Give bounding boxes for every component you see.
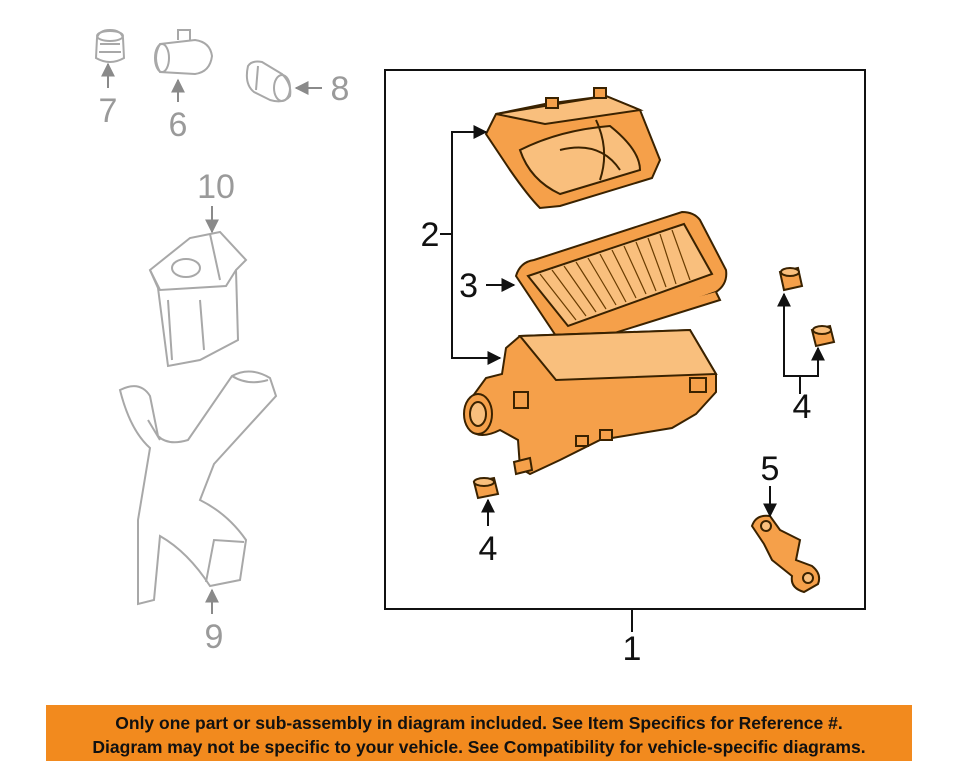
callout-7: 7 — [99, 92, 118, 130]
ghost-part-6-airflow-sensor — [154, 29, 214, 76]
callout-10: 10 — [197, 168, 235, 206]
filter-element-part — [514, 210, 728, 352]
callout-6: 6 — [169, 106, 188, 144]
ghost-part-10-resonator — [148, 230, 248, 368]
ghost-part-8-elbow-hose — [245, 60, 292, 103]
upper-cover-part — [484, 87, 662, 210]
ghost-part-7-coupler — [94, 28, 126, 63]
callout-9: 9 — [205, 618, 224, 656]
disclaimer-line-2: Diagram may not be specific to your vehi… — [92, 737, 866, 757]
grommet-part-upper-right — [778, 266, 804, 292]
grommet-part-left — [472, 476, 500, 500]
callout-1: 1 — [623, 630, 642, 668]
ghost-leader-lines — [101, 62, 322, 614]
lower-case-part — [463, 328, 718, 476]
callout-2: 2 — [421, 216, 440, 254]
grommet-part-lower-right — [810, 324, 836, 348]
callout-3: 3 — [459, 267, 478, 305]
callout-4-left: 4 — [479, 530, 498, 568]
callout-5: 5 — [761, 450, 780, 488]
callout-8: 8 — [331, 70, 350, 108]
parts-diagram: 7 6 8 10 9 — [94, 28, 866, 668]
bracket-part — [750, 514, 821, 594]
assembly-frame — [384, 69, 866, 610]
assembly-leader-lines — [440, 125, 825, 632]
callout-4-right: 4 — [793, 388, 812, 426]
disclaimer-line-1: Only one part or sub-assembly in diagram… — [115, 713, 843, 733]
ghost-part-9-intake-duct — [118, 370, 278, 606]
disclaimer-banner: Only one part or sub-assembly in diagram… — [46, 705, 912, 761]
